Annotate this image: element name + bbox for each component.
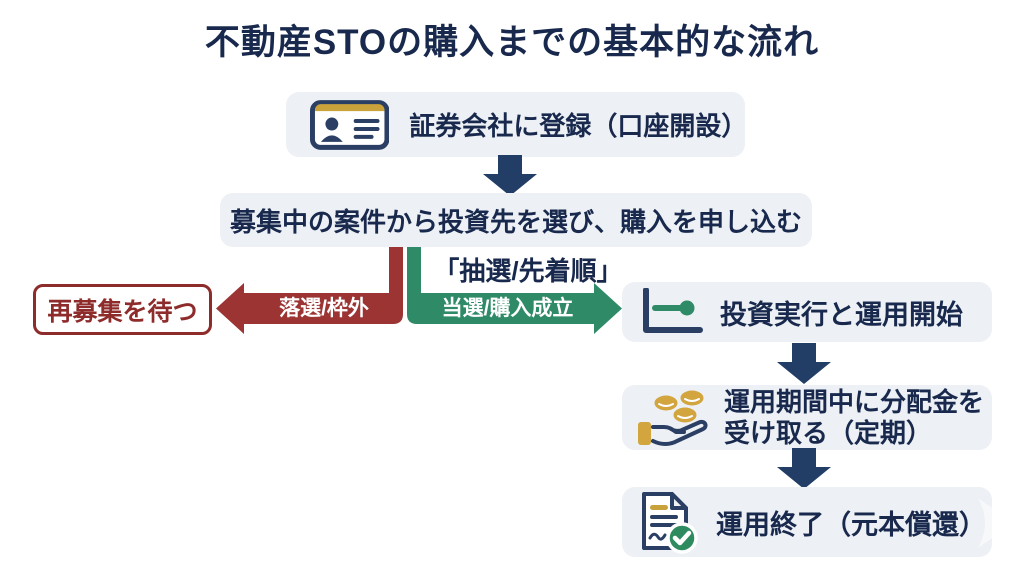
lose-arrow-label: 落選/枠外 bbox=[279, 297, 369, 320]
win-arrow-label: 当選/購入成立 bbox=[441, 297, 574, 320]
selection-note-label: 「抽選/先着順」 bbox=[433, 256, 623, 286]
id-card-icon bbox=[310, 99, 390, 150]
coins-hand-icon bbox=[638, 390, 708, 446]
step-register-box: 証券会社に登録（口座開設） bbox=[286, 92, 748, 157]
down-arrow-icon bbox=[777, 343, 831, 384]
branch-arrows bbox=[216, 247, 622, 334]
step-dividend-line2: 受け取る（定期） bbox=[724, 417, 933, 448]
step-end-label: 運用終了（元本償還） bbox=[716, 509, 986, 540]
win-arrow-shape bbox=[407, 247, 622, 334]
step-apply-label: 募集中の案件から投資先を選び、購入を申し込む bbox=[229, 206, 802, 237]
lose-arrow-shape bbox=[216, 247, 403, 334]
down-arrow-icon bbox=[777, 448, 831, 489]
chart-line-icon bbox=[643, 288, 703, 333]
next-chevron-icon[interactable] bbox=[976, 498, 1014, 548]
step-invest-box: 投資実行と運用開始 bbox=[622, 282, 992, 342]
redo-wait-label: 再募集を待つ bbox=[47, 297, 198, 326]
step-dividend-line1: 運用期間中に分配金を bbox=[724, 386, 985, 417]
step-dividend-box: 運用期間中に分配金を受け取る（定期） bbox=[622, 385, 992, 450]
step-invest-label: 投資実行と運用開始 bbox=[720, 299, 963, 330]
document-check-icon bbox=[642, 492, 698, 554]
page-title: 不動産STOの購入までの基本的な流れ bbox=[204, 23, 820, 62]
step-apply-box: 募集中の案件から投資先を選び、購入を申し込む bbox=[220, 193, 812, 247]
step-end-box: 運用終了（元本償還） bbox=[622, 487, 992, 557]
redo-wait-box: 再募集を待つ bbox=[33, 284, 212, 335]
down-arrow-icon bbox=[483, 155, 537, 196]
step-dividend-label: 運用期間中に分配金を受け取る（定期） bbox=[724, 387, 984, 448]
step-register-label: 証券会社に登録（口座開設） bbox=[409, 111, 748, 141]
